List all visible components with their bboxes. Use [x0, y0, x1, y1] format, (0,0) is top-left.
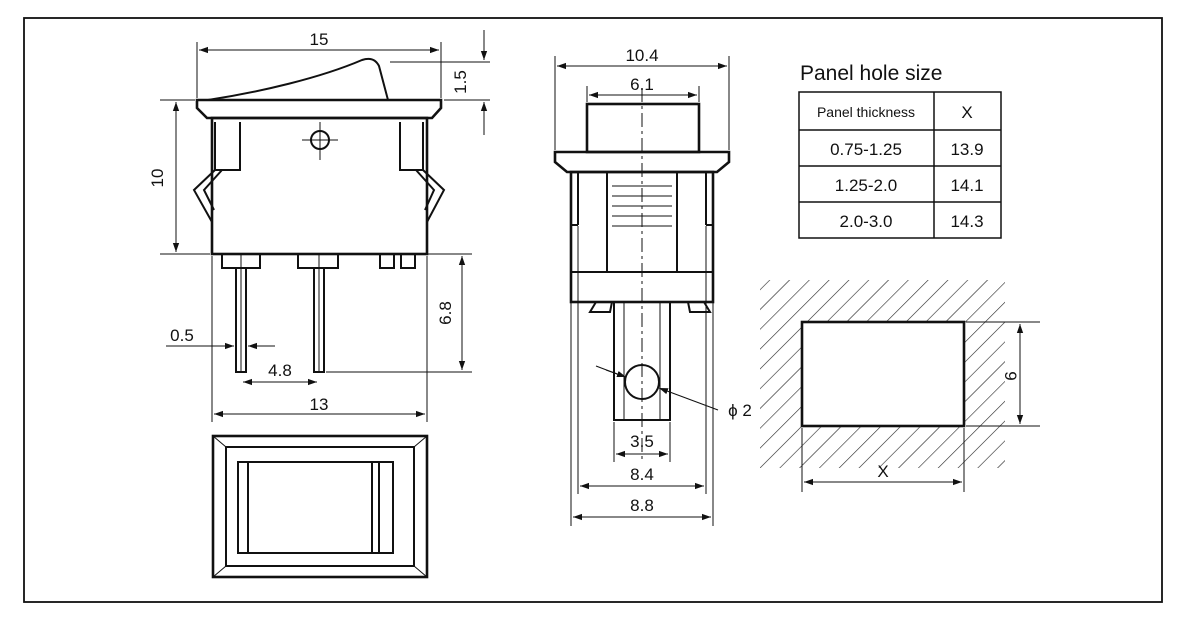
table-cell: 0.75-1.25 — [830, 140, 902, 159]
table-cell: 2.0-3.0 — [840, 212, 893, 231]
dim-terminal-length: 6.8 — [436, 301, 455, 325]
dim-body-outer: 8.8 — [630, 496, 654, 515]
panel-cutout: 9 X — [760, 280, 1040, 492]
right-clip — [399, 122, 424, 171]
top-view — [211, 434, 429, 579]
table-cell: 14.3 — [950, 212, 983, 231]
dim-width-top: 15 — [310, 30, 329, 49]
front-rocker — [585, 102, 701, 154]
dim-rocker-width: 6.1 — [630, 75, 654, 94]
dim-terminal-pitch: 4.8 — [268, 361, 292, 380]
table-cell: 14.1 — [950, 176, 983, 195]
table-cell: 13.9 — [950, 140, 983, 159]
rocker-actuator — [207, 57, 389, 101]
dim-rocker-height: 1.5 — [451, 70, 470, 94]
cutout-hole — [800, 320, 966, 428]
table-title: Panel hole size — [800, 62, 942, 85]
left-clip — [214, 122, 241, 171]
dim-cutout-width: X — [877, 462, 888, 481]
flange — [195, 98, 443, 120]
panel-hole-table: Panel hole size Panel thickness X 0.75-1… — [798, 62, 1002, 239]
dim-cutout-height: 9 — [1001, 371, 1020, 380]
dim-body-inner: 8.4 — [630, 465, 654, 484]
dim-body-width: 13 — [310, 395, 329, 414]
dim-flange-width: 10.4 — [625, 46, 658, 65]
front-view: 10.4 6.1 ϕ 2 3.5 8.4 8.8 — [553, 46, 752, 526]
side-view: 15 1.5 10 0.5 4.8 6.8 13 — [148, 30, 490, 422]
dim-terminal-width: 3.5 — [630, 432, 654, 451]
table-cell: 1.25-2.0 — [835, 176, 897, 195]
dim-height: 10 — [148, 169, 167, 188]
dim-hole-diameter: ϕ 2 — [728, 401, 752, 420]
drawing-frame — [23, 17, 1163, 603]
table-header-thickness: Panel thickness — [817, 104, 915, 120]
dim-terminal-thickness: 0.5 — [170, 326, 194, 345]
table-header-x: X — [961, 103, 972, 122]
